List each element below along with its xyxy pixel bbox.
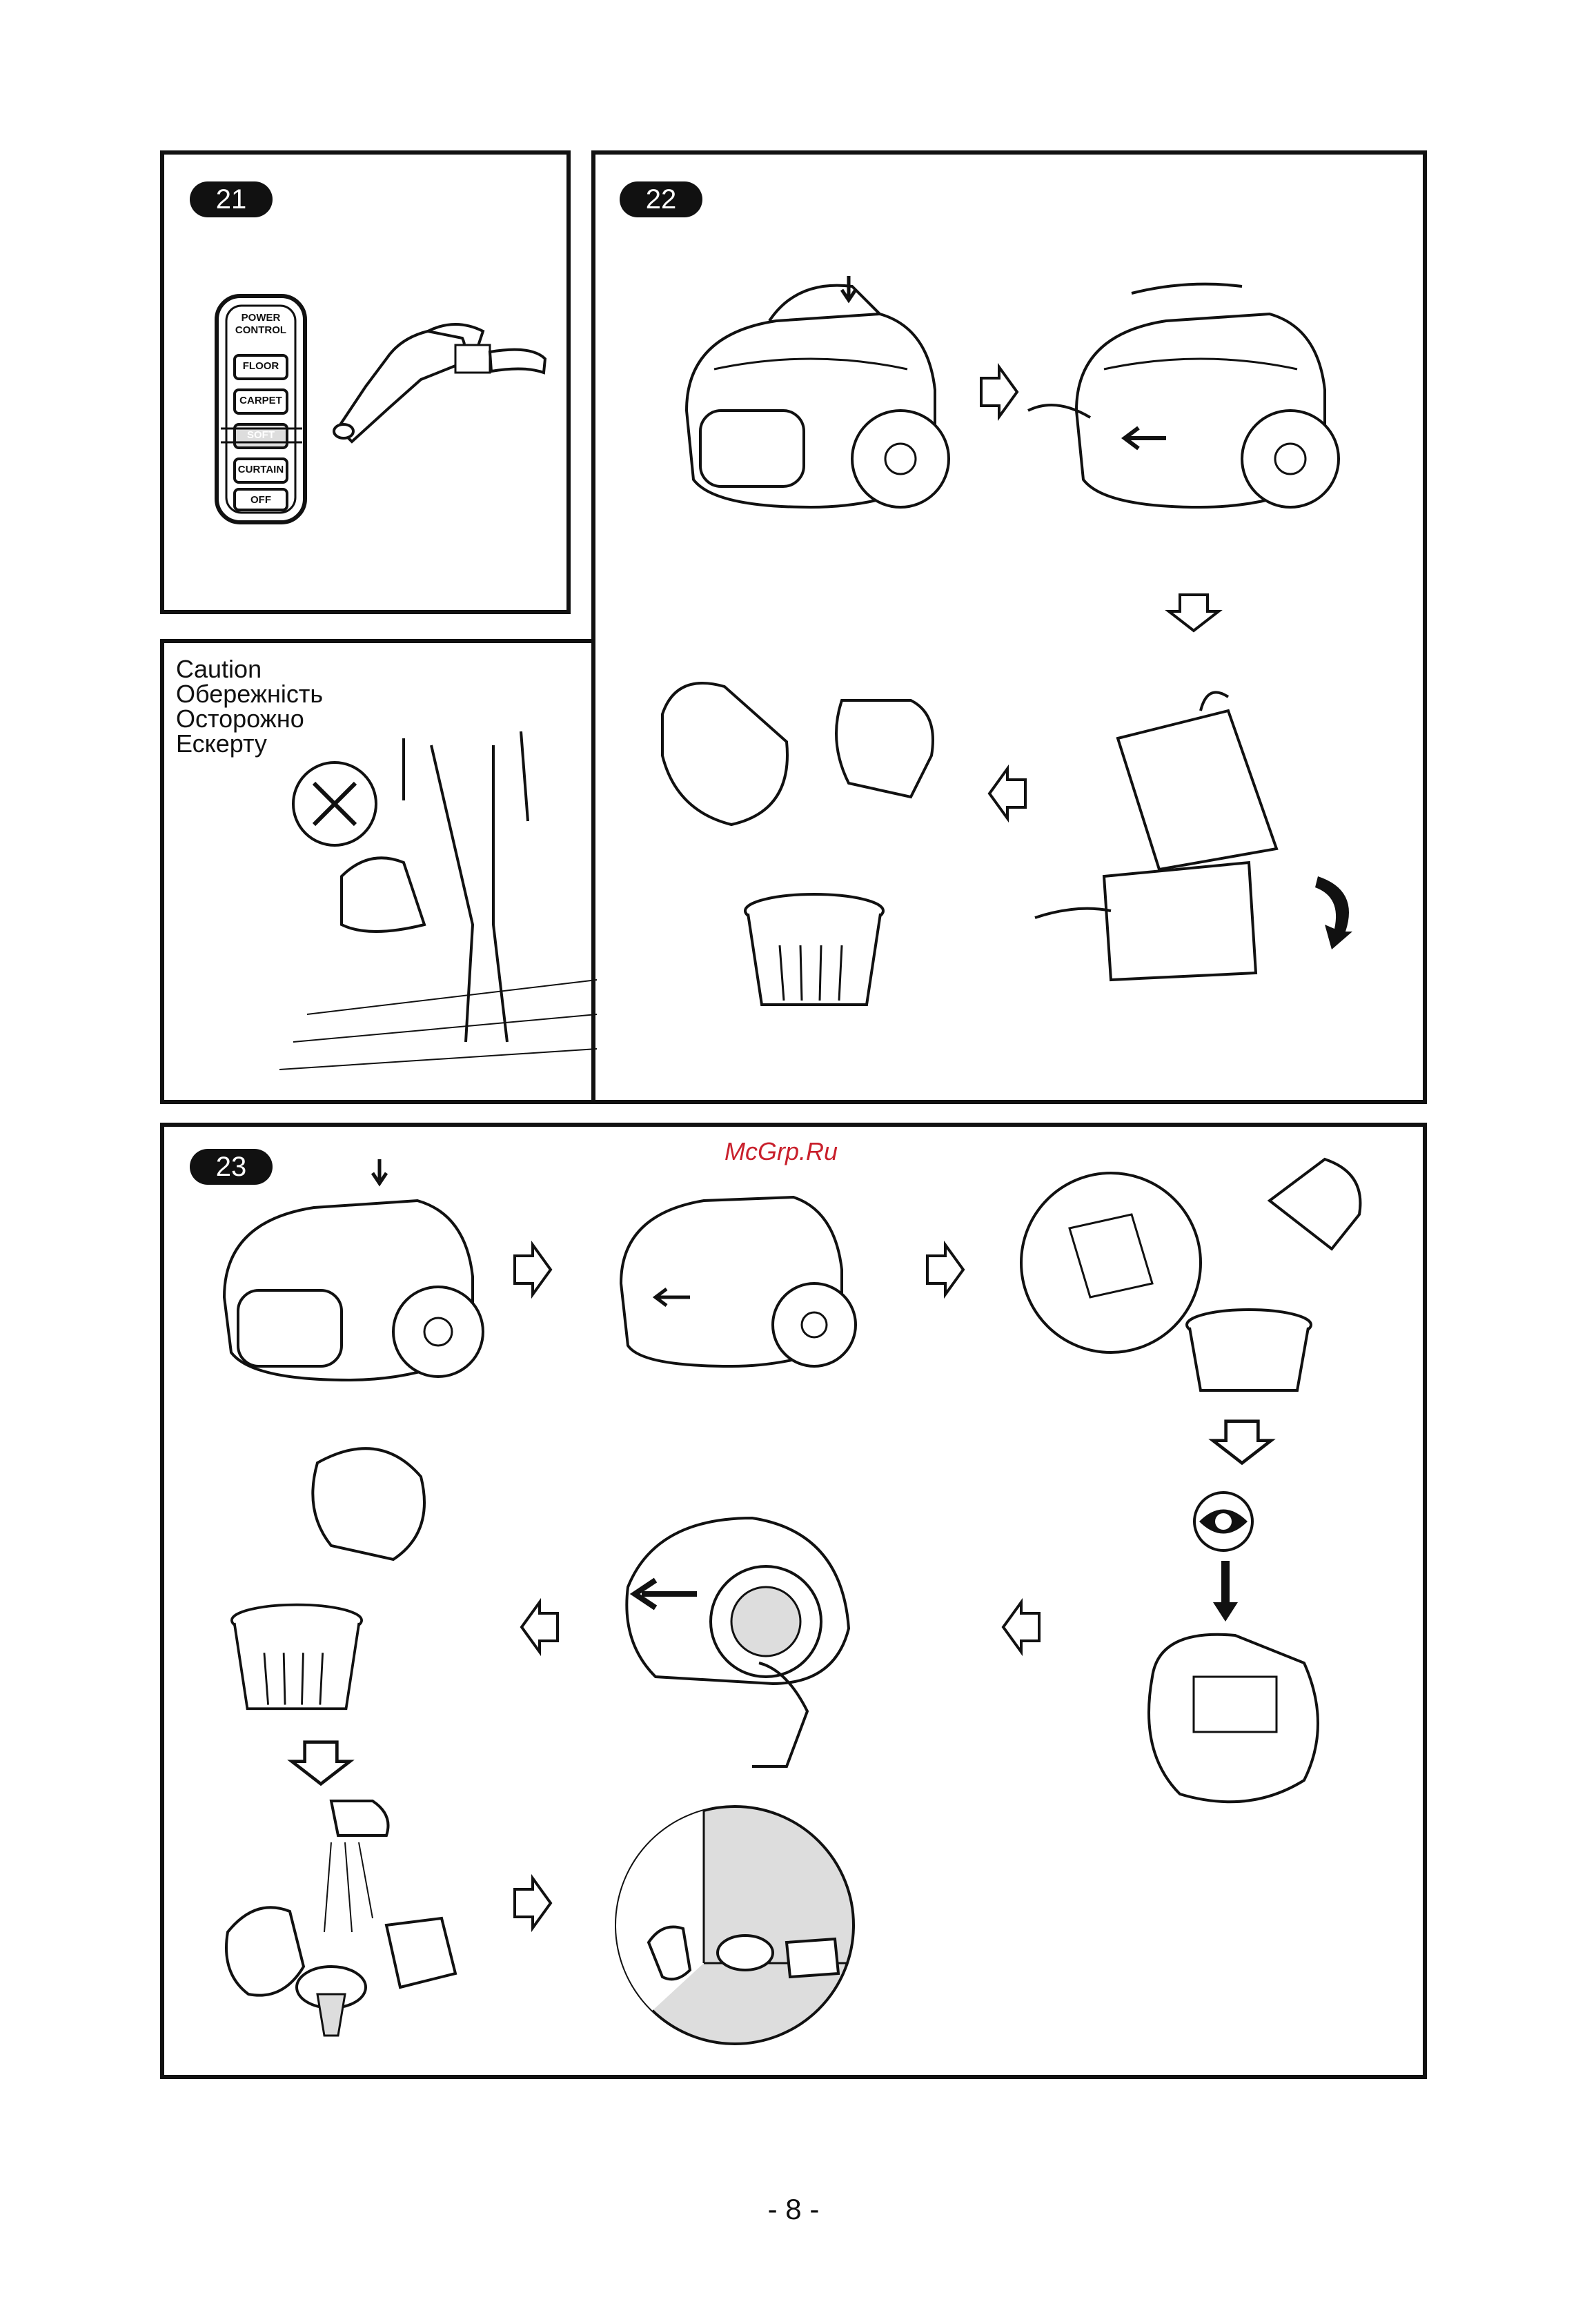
washing-parts-illustration	[214, 1794, 462, 2042]
arrow-right-icon	[978, 364, 1020, 420]
drying-parts-illustration	[614, 1804, 856, 2046]
vacuum-illustration-23b	[580, 1159, 869, 1387]
hose-handle-illustration	[324, 297, 552, 449]
arrow-down-icon	[1166, 592, 1221, 633]
arrow-right-icon	[512, 1875, 553, 1931]
arrow-down-solid-icon	[1212, 1561, 1239, 1623]
arrow-right-icon	[512, 1242, 553, 1297]
dust-container-illustration	[649, 673, 952, 838]
trash-bin-icon	[738, 890, 890, 1007]
remote-button-floor: FLOOR	[235, 360, 287, 372]
step-badge-22: 22	[620, 181, 702, 217]
vacuum-illustration-23a	[210, 1159, 500, 1408]
vacuum-illustration-22b	[1028, 273, 1359, 535]
rotate-arrow-icon	[1311, 869, 1359, 952]
vacuum-illustration-22a	[673, 273, 963, 535]
container-bottom-illustration	[1132, 1622, 1332, 1815]
caution-line-en: Caution	[176, 657, 323, 682]
watermark-text: McGrp.Ru	[724, 1137, 838, 1166]
page-number: - 8 -	[0, 2193, 1587, 2226]
arrow-left-icon	[519, 1599, 560, 1655]
arrow-right-icon	[925, 1242, 966, 1297]
remote-title-line2: CONTROL	[222, 324, 299, 336]
caution-line-uk: Обережність	[176, 682, 323, 707]
arrow-down-icon	[1208, 1418, 1276, 1466]
step-badge-21: 21	[190, 181, 273, 217]
hand-emptying-illustration	[1021, 697, 1311, 987]
remote-button-carpet: CARPET	[235, 395, 287, 406]
remote-button-curtain: CURTAIN	[235, 464, 287, 475]
filter-removal-illustration	[614, 1504, 862, 1766]
arrow-left-icon	[1000, 1599, 1042, 1655]
arrow-down-icon	[286, 1739, 355, 1787]
remote-title-line1: POWER	[222, 312, 299, 324]
emptying-detail-illustration	[1014, 1152, 1401, 1394]
person-with-vacuum-illustration	[266, 718, 597, 1076]
remote-button-off: OFF	[235, 494, 287, 506]
dust-container-tilt-illustration	[290, 1435, 435, 1580]
trash-bin-icon	[224, 1601, 369, 1711]
divider-line	[160, 639, 595, 643]
remote-button-soft: SOFT	[235, 429, 287, 441]
eye-icon	[1192, 1490, 1254, 1553]
